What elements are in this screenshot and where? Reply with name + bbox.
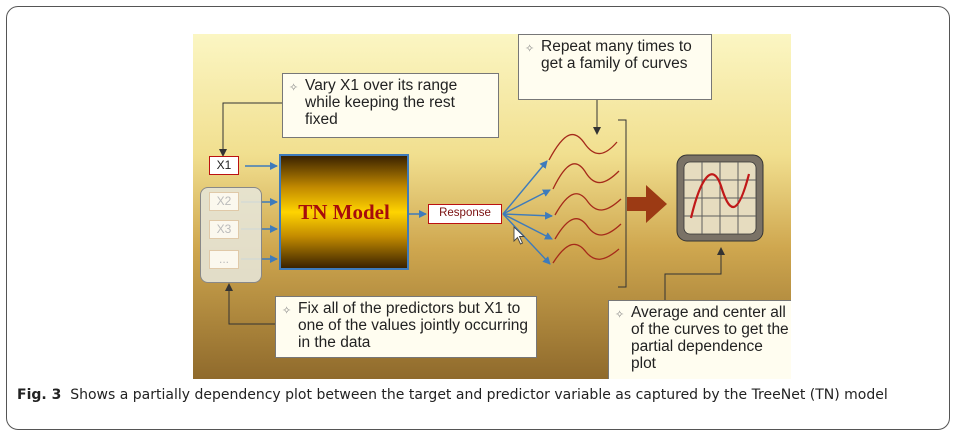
curve-family (548, 133, 622, 264)
fan-arrow (502, 211, 553, 220)
bullet-icon: ✧ (525, 43, 535, 55)
note-text: Repeat many times to get a family of cur… (541, 38, 692, 72)
bullet-icon: ✧ (282, 305, 292, 317)
caption-text: Shows a partially dependency plot betwee… (70, 387, 888, 403)
curve (554, 193, 622, 216)
fan-arrow (502, 213, 551, 265)
cursor-icon (513, 225, 526, 245)
curve (552, 243, 620, 264)
average-connector (664, 247, 725, 300)
x3-box: X3 (209, 220, 239, 239)
note-average: ✧ Average and center all of the curves t… (608, 300, 791, 379)
x2-box: X2 (209, 192, 239, 211)
pdp-plot (676, 154, 764, 242)
curves-bracket (618, 119, 627, 288)
note-fix: ✧ Fix all of the predictors but X1 to on… (275, 296, 537, 358)
pdp-curve (689, 173, 751, 219)
note-text: Vary X1 over its range while keeping the… (305, 77, 458, 128)
note-text: Fix all of the predictors but X1 to one … (298, 300, 529, 351)
figure-frame: ✧ Vary X1 over its range while keeping t… (6, 6, 950, 430)
bullet-icon: ✧ (289, 82, 299, 94)
bullet-icon: ✧ (615, 309, 625, 321)
vary-connector (219, 102, 283, 157)
figure-slide: ✧ Vary X1 over its range while keeping t… (193, 34, 791, 379)
tn-model-box: TN Model (279, 154, 409, 270)
response-box: Response (428, 204, 502, 224)
fan-arrow (502, 189, 551, 215)
more-box: ... (209, 250, 239, 269)
fan-arrow (502, 213, 553, 240)
fan-arrow (502, 160, 548, 215)
note-vary: ✧ Vary X1 over its range while keeping t… (282, 73, 499, 138)
note-repeat: ✧ Repeat many times to get a family of c… (518, 34, 712, 100)
big-arrow (627, 185, 667, 223)
caption-label: Fig. 3 (17, 387, 62, 403)
fix-connector (225, 283, 275, 325)
curve (552, 163, 620, 190)
model-label: TN Model (298, 199, 390, 224)
curve (554, 218, 622, 240)
curve (548, 133, 618, 161)
note-text: Average and center all of the curves to … (631, 304, 789, 372)
diagram-connectors (219, 99, 764, 325)
figure-caption: Fig. 3 Shows a partially dependency plot… (17, 385, 937, 406)
x1-box: X1 (209, 156, 239, 175)
